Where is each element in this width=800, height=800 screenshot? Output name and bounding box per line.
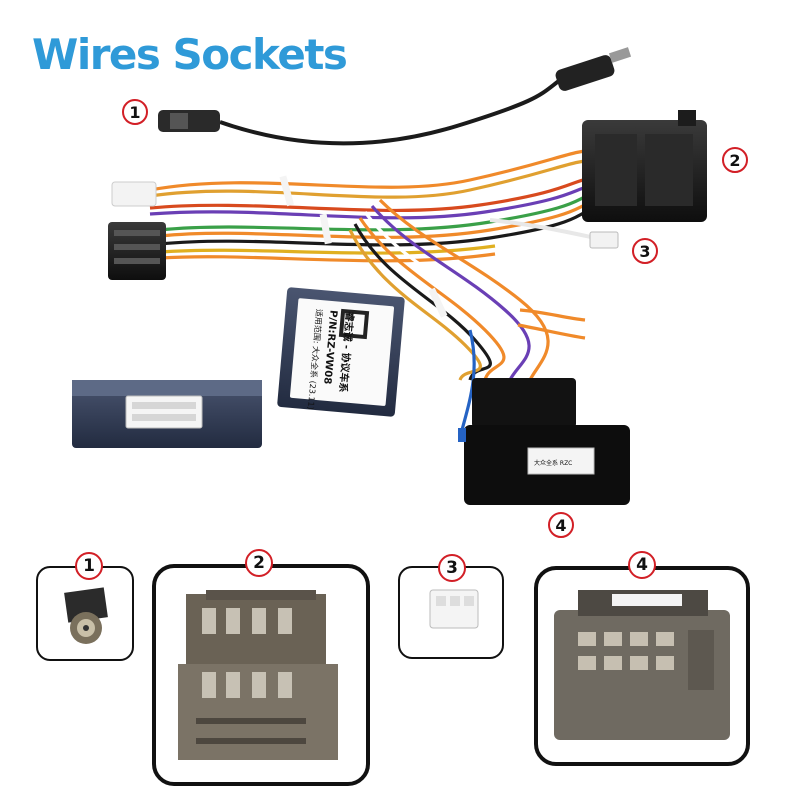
detail-number-3: 3: [438, 554, 466, 582]
wiring-harness: 睿志诚 - 协议车系 P/N:RZ-VW08 适用范围: 大众全系 (23.11…: [72, 47, 707, 505]
iso-connector: [582, 110, 707, 222]
callout-3: 3: [632, 238, 658, 264]
detail-number-2: 2: [245, 549, 273, 577]
callout-1: 1: [122, 99, 148, 125]
left-white-plug: [111, 181, 157, 207]
detail-box-quadlock: [534, 566, 750, 766]
antenna-plug-1: [158, 110, 220, 132]
callout-2: 2: [722, 147, 748, 173]
antenna-plug-right: [555, 55, 615, 91]
callout-4: 4: [548, 512, 574, 538]
detail-number-4: 4: [628, 551, 656, 579]
connector4-label: 大众全系 RZC: [534, 459, 572, 467]
small-white-plug: [589, 231, 619, 249]
canbus-module: 睿志诚 - 协议车系 P/N:RZ-VW08 适用范围: 大众全系 (23.11…: [277, 287, 405, 417]
left-black-connector: [108, 222, 166, 280]
detail-box-iso-connector: [152, 564, 370, 786]
page-title: Wires Sockets: [32, 30, 348, 79]
detail-number-1: 1: [75, 552, 103, 580]
module-year: (23.11): [306, 380, 318, 410]
detail-box-antenna: [36, 566, 134, 661]
quadlock-connector: 大众全系 RZC: [458, 378, 630, 505]
decoder-box: [72, 380, 262, 448]
antenna-cable: [219, 78, 562, 146]
